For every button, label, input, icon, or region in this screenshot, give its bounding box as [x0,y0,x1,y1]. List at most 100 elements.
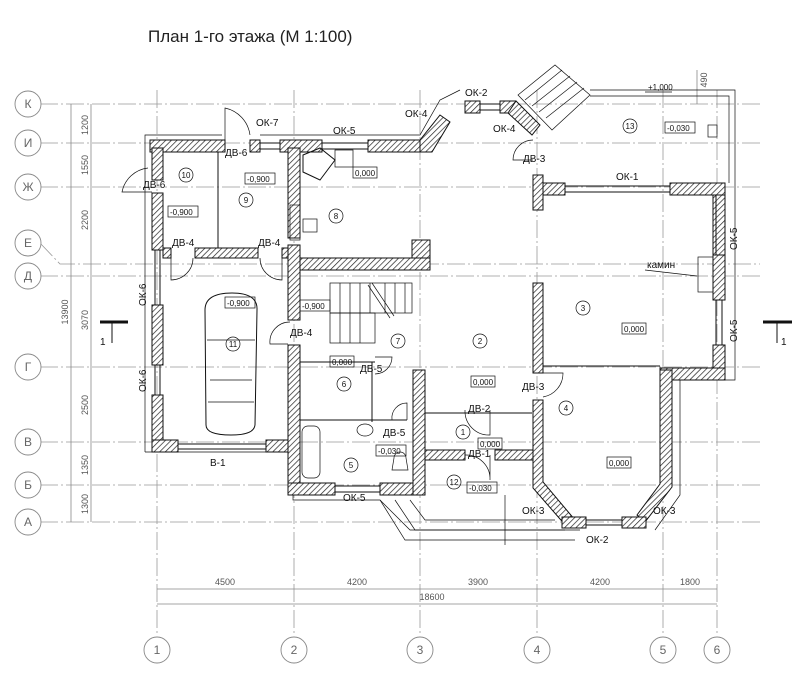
svg-text:-0,900: -0,900 [170,208,193,217]
axis-label: Г [25,360,32,374]
main-staircase [329,282,413,344]
svg-text:4200: 4200 [590,577,610,587]
window-label: ОК-6 [138,369,149,392]
window-label: ОК-3 [653,506,676,517]
doors [121,107,660,481]
svg-text:3070: 3070 [80,310,90,330]
window-label: ОК-4 [493,124,516,135]
svg-text:10: 10 [182,171,191,180]
section-mark-left: 1 [100,320,128,348]
axis-bubble-e [14,229,42,257]
axis-bubble-zh [14,173,42,201]
window-label: ОК-5 [333,126,356,137]
svg-text:5: 5 [349,461,354,470]
axis-label: В [24,435,32,449]
fireplace-icon [697,256,714,293]
window-label: ОК-2 [586,535,609,546]
window-label: ОК-5 [729,227,740,250]
svg-text:6: 6 [342,380,347,389]
svg-text:1550: 1550 [80,155,90,175]
total-width-dimension: 18600 [419,592,444,602]
svg-text:1200: 1200 [80,115,90,135]
axis-label: 4 [534,643,541,657]
svg-text:1800: 1800 [680,577,700,587]
svg-text:1350: 1350 [80,455,90,475]
door-label: ДВ-3 [522,382,545,393]
svg-text:4500: 4500 [215,577,235,587]
axis-label: Д [24,269,32,283]
fixtures [289,124,718,479]
car-icon [204,292,258,436]
door-label: ДВ-4 [290,328,313,339]
vertical-dimensions: 1200 1550 2200 3070 2500 1350 1300 13900 [60,104,92,522]
svg-text:0,000: 0,000 [480,440,501,449]
door-label: ДВ-5 [360,364,383,375]
window-label: ОК-5 [343,493,366,504]
svg-text:1: 1 [461,428,466,437]
column-axis-markers: 1 2 3 4 5 6 [143,636,731,664]
stove-icon [302,147,336,181]
svg-text:1: 1 [100,337,106,348]
door-label: ДВ-2 [468,404,491,415]
window-label: ОК-1 [616,172,639,183]
door-label: ДВ-4 [258,238,281,249]
svg-text:+1,000: +1,000 [648,83,673,92]
svg-text:0,000: 0,000 [609,459,630,468]
svg-text:2200: 2200 [80,210,90,230]
svg-text:7: 7 [396,337,401,346]
window-label: ОК-2 [465,88,488,99]
grid-lines [39,90,760,635]
kitchen-cabinet [289,204,301,241]
gate-label: В-1 [210,458,226,469]
door-label: ДВ-6 [225,148,248,159]
walls [149,100,726,529]
door-label: ДВ-3 [523,154,546,165]
row-axis-markers: К И Ж Е Д Г В Б А [14,90,42,536]
room-numbers: 1 2 3 4 5 6 7 8 9 10 11 12 13 [178,118,638,490]
axis-label: Ж [22,180,33,194]
axis-bubble-g [14,353,42,381]
axis-label: 1 [154,643,161,657]
window-label: ОК-6 [138,283,149,306]
svg-text:0,000: 0,000 [332,358,353,367]
bathtub-icon [301,425,321,479]
axis-bubble-d [14,262,42,290]
axis-bubble-b [14,471,42,499]
svg-text:-0,030: -0,030 [378,447,401,456]
axis-label: 6 [714,643,721,657]
svg-text:2: 2 [478,337,483,346]
porch-stairs [379,64,591,545]
axis-bubble-v [14,428,42,456]
axis-label: 5 [660,643,667,657]
window-label: ОК-5 [729,319,740,342]
axis-label: К [25,97,32,111]
door-label: ДВ-4 [172,238,195,249]
opening-labels: ОК-7 ОК-5 ОК-4 ОК-2 ОК-4 ОК-1 ОК-5 ОК-5 … [138,88,740,546]
axis-label: А [24,515,32,529]
fireplace-wall [712,254,726,301]
axis-label: 2 [291,643,298,657]
svg-text:0,000: 0,000 [624,325,645,334]
svg-text:4200: 4200 [347,577,367,587]
svg-text:9: 9 [244,196,249,205]
svg-text:2500: 2500 [80,395,90,415]
axis-label: Е [24,236,32,250]
section-mark-right: 1 [763,320,792,348]
svg-text:8: 8 [334,212,339,221]
svg-text:1: 1 [781,337,787,348]
axis-label: 3 [417,643,424,657]
horizontal-dimensions: 4500 4200 3900 4200 1800 18600 490 [157,70,717,605]
svg-text:11: 11 [229,340,238,349]
svg-text:0,000: 0,000 [355,169,376,178]
window-label: ОК-4 [405,109,428,120]
window-label: ОК-3 [522,506,545,517]
svg-text:13: 13 [626,122,635,131]
door-label: ДВ-1 [468,449,491,460]
svg-text:1300: 1300 [80,494,90,514]
axis-label: Б [24,478,32,492]
svg-text:-0,900: -0,900 [302,302,325,311]
window-label: ОК-7 [256,118,279,129]
total-height-dimension: 13900 [60,299,70,324]
svg-text:-0,900: -0,900 [247,175,270,184]
windows [154,103,723,493]
